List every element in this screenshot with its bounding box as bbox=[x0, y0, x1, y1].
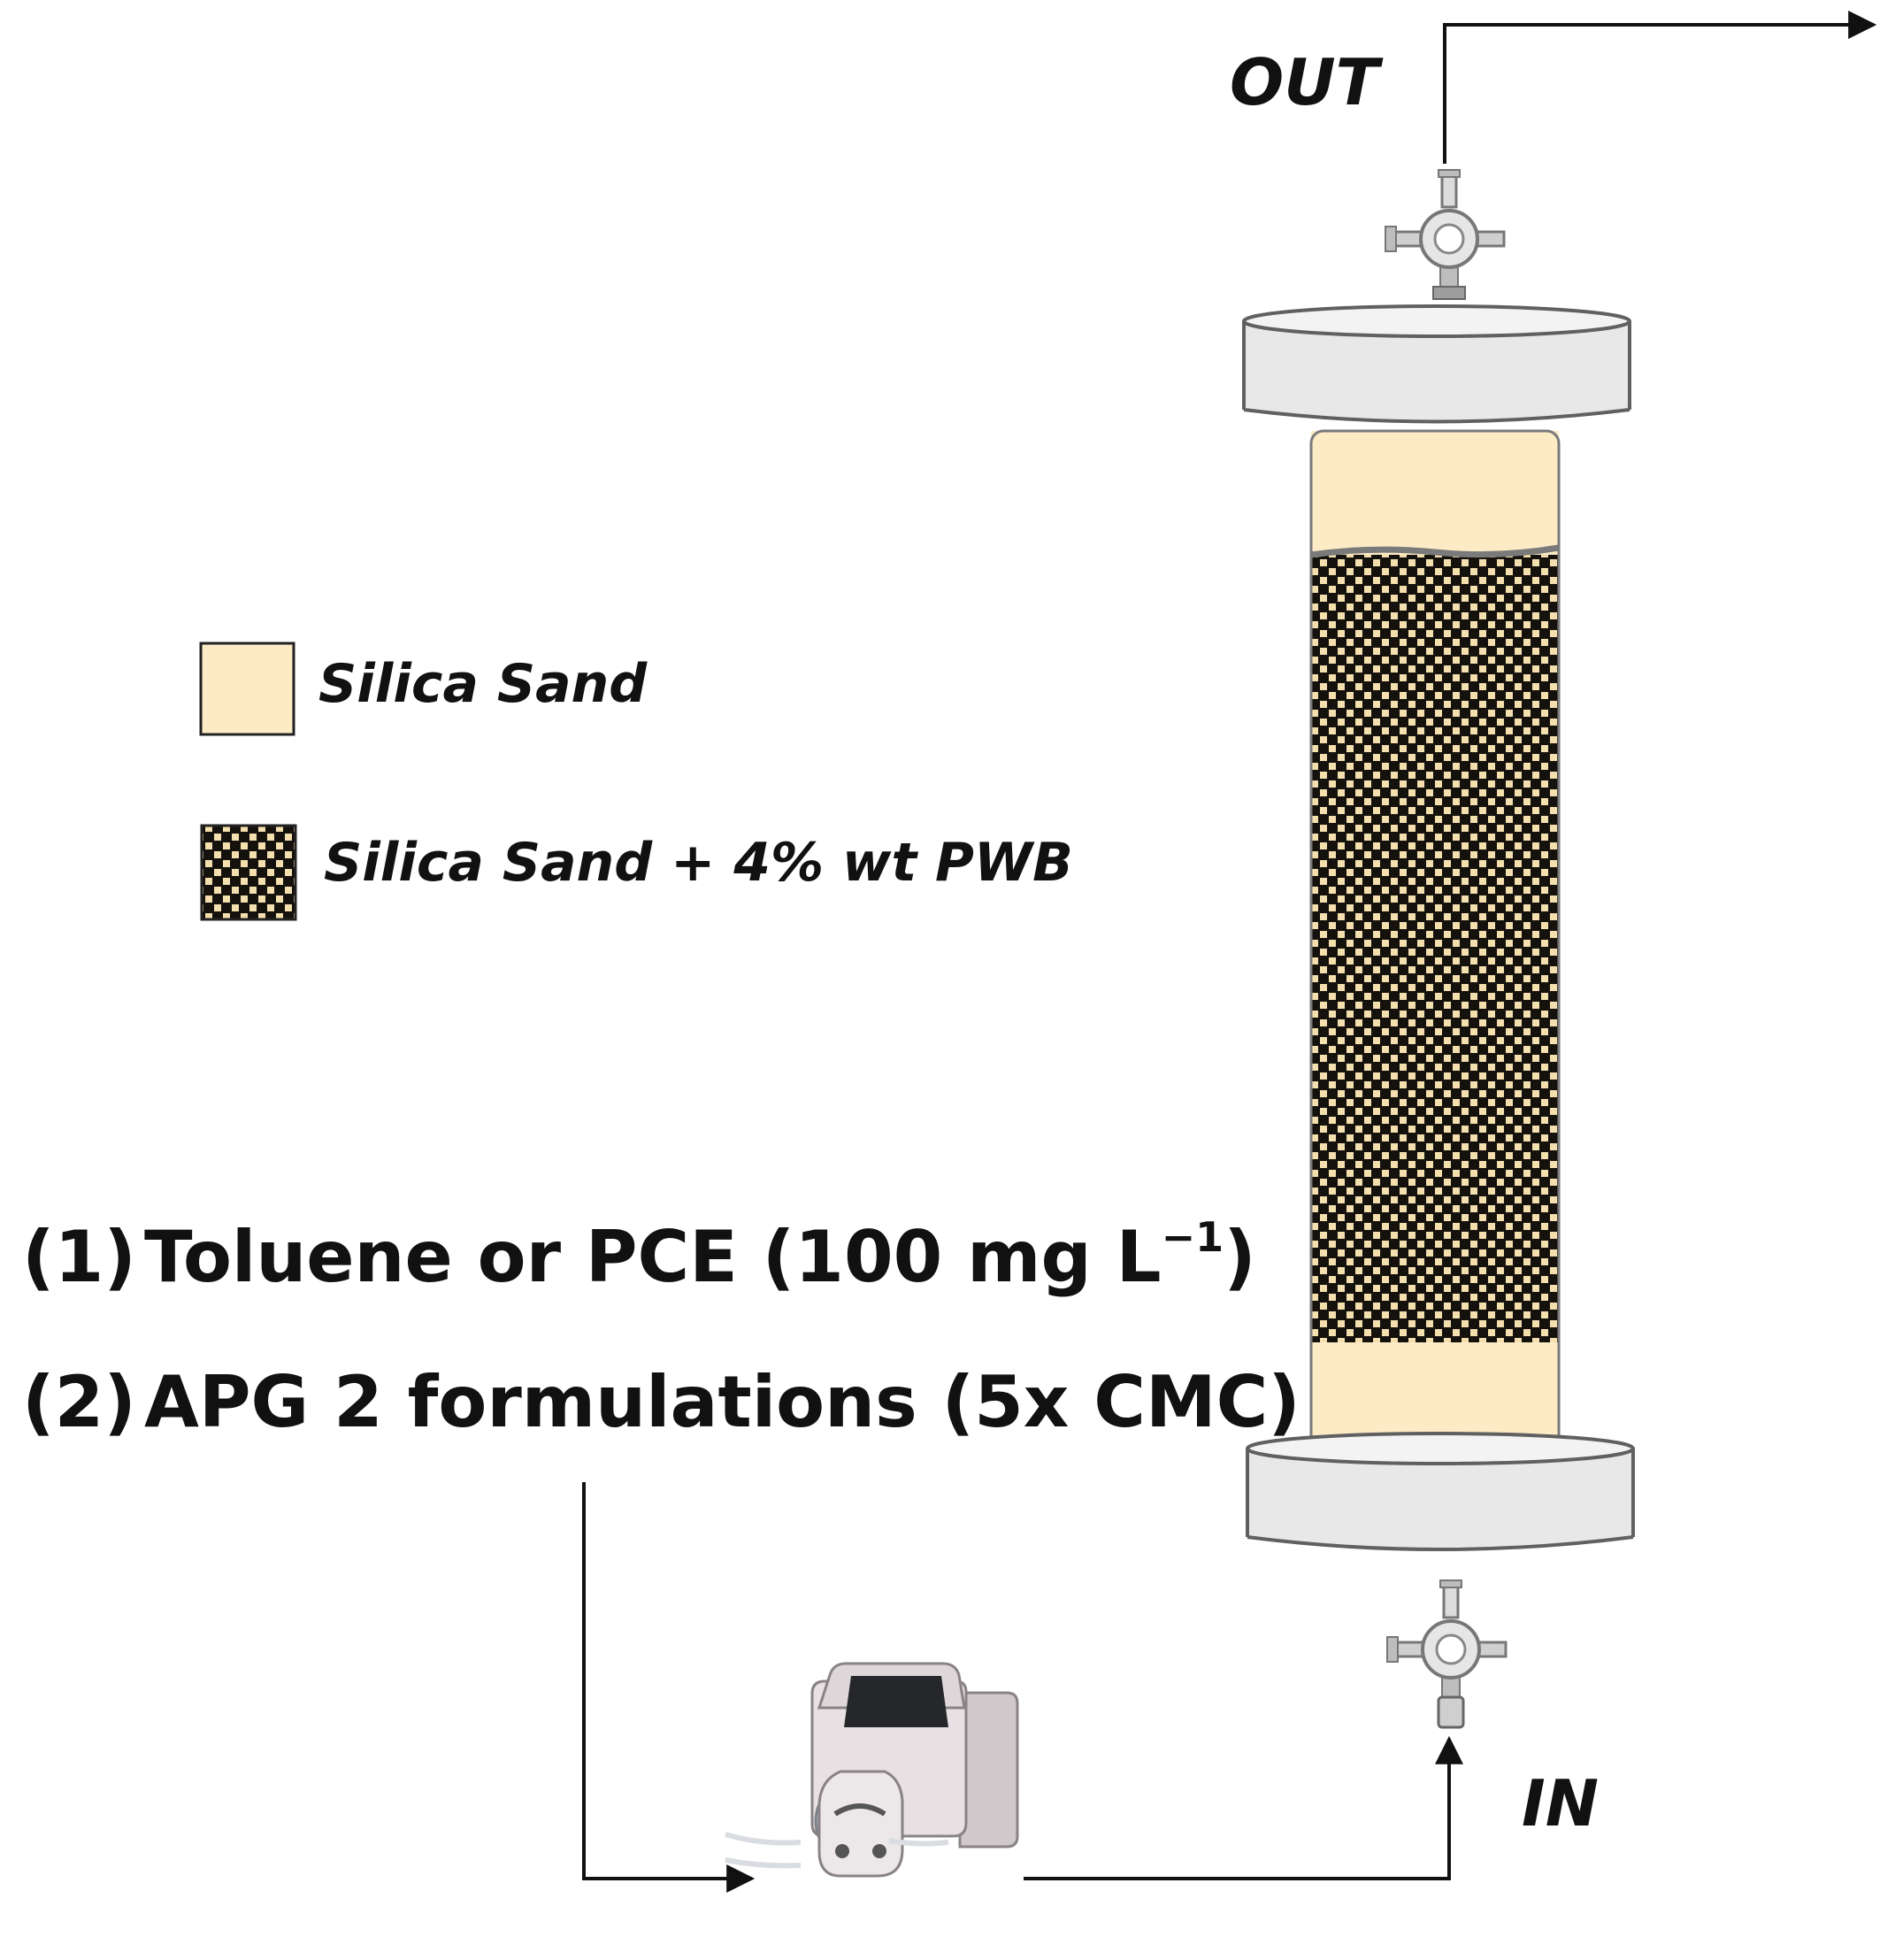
pwb-interface bbox=[1310, 544, 1560, 558]
legend: Silica Sand Silica Sand + 4% wt PWB bbox=[199, 642, 1073, 921]
packed-column bbox=[1309, 429, 1561, 1466]
legend-swatch-silica-sand bbox=[199, 642, 295, 736]
outlet-label: OUT bbox=[1230, 45, 1384, 119]
legend-label-pwb: Silica Sand + 4% wt PWB bbox=[324, 832, 1073, 894]
legend-label-silica-sand: Silica Sand bbox=[318, 653, 648, 715]
column-pwb-layer bbox=[1311, 555, 1559, 1342]
solution-number-1: (1) bbox=[22, 1216, 136, 1298]
inlet-label: IN bbox=[1522, 1766, 1599, 1841]
inlet-line bbox=[1024, 1735, 1463, 1880]
stopcock-valve-icon bbox=[1386, 1580, 1508, 1729]
feed-line bbox=[582, 1482, 756, 1893]
peristaltic-pump-icon bbox=[725, 1662, 1019, 1878]
solution-text-1-main: Toluene or PCE (100 mg L bbox=[144, 1216, 1162, 1298]
solution-list: (1) Toluene or PCE (100 mg L−1) (2) APG … bbox=[22, 1213, 1300, 1443]
solution-text-1: Toluene or PCE (100 mg L−1) bbox=[144, 1213, 1256, 1298]
solution-text-2: APG 2 formulations (5x CMC) bbox=[144, 1361, 1300, 1443]
column-sand-top-layer bbox=[1311, 431, 1559, 555]
bottom-end-cap bbox=[1246, 1432, 1635, 1551]
outlet-line bbox=[1443, 11, 1877, 164]
top-end-cap bbox=[1242, 304, 1631, 424]
stopcock-valve-icon bbox=[1385, 169, 1506, 300]
solution-text-1-superscript: −1 bbox=[1162, 1213, 1224, 1261]
legend-swatch-pwb bbox=[200, 824, 297, 921]
solution-number-2: (2) bbox=[22, 1361, 136, 1443]
solution-text-1-suffix: ) bbox=[1224, 1216, 1256, 1298]
